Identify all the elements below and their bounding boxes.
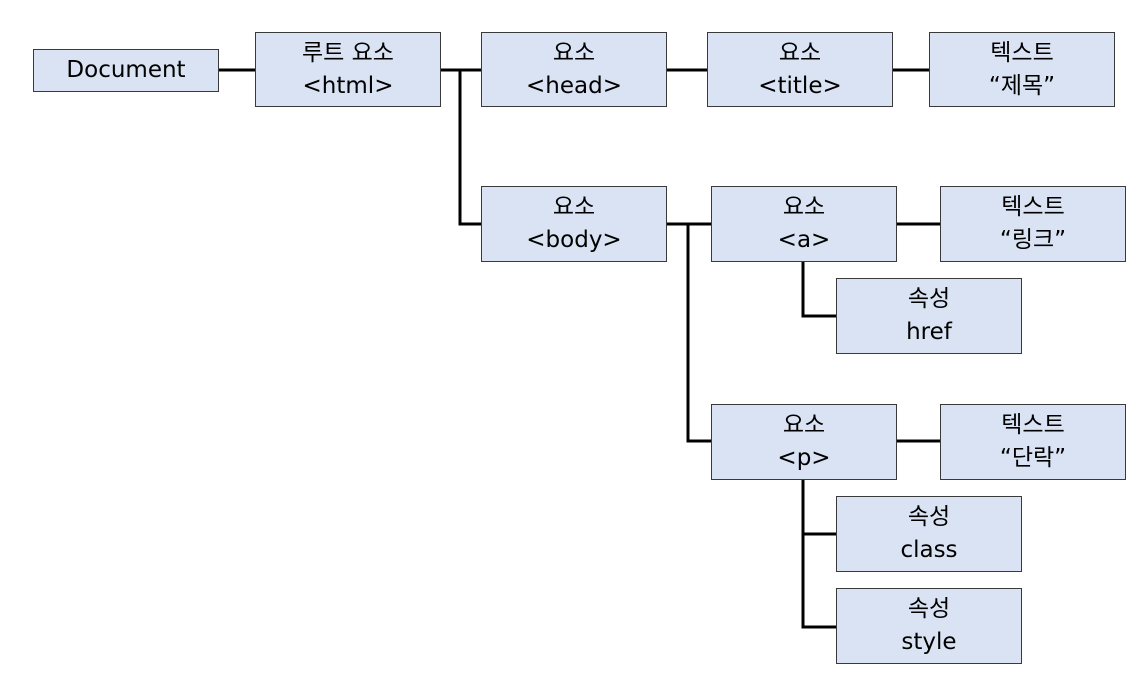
node-document: Document (33, 49, 219, 92)
node-html-tag: <html> (302, 72, 394, 99)
node-a-text-kind: 텍스트 (1001, 194, 1065, 220)
node-a-text-value: “링크” (999, 227, 1067, 253)
node-p-class-name: class (900, 537, 958, 563)
node-body-kind: 요소 (552, 194, 596, 220)
node-title-tag: <title> (758, 72, 842, 99)
node-p-tag: <p> (777, 445, 831, 471)
node-p-class-kind: 속성 (907, 504, 951, 530)
node-a-href-name: href (906, 319, 952, 345)
node-p-style: 속성 style (836, 588, 1022, 664)
node-html: 루트 요소 <html> (255, 32, 441, 107)
node-document-label: Document (66, 57, 186, 83)
node-a-href-kind: 속성 (907, 286, 951, 312)
node-title-text-kind: 텍스트 (990, 39, 1054, 66)
node-title-text: 텍스트 “제목” (929, 32, 1115, 107)
connector-body-p (686, 224, 711, 443)
node-head-kind: 요소 (552, 39, 596, 66)
connector-html-body (458, 70, 481, 226)
node-p-style-kind: 속성 (907, 596, 951, 622)
node-head: 요소 <head> (481, 32, 667, 107)
node-p-text-value: “단락” (999, 445, 1067, 471)
node-title: 요소 <title> (707, 32, 893, 107)
node-p-style-name: style (901, 629, 957, 655)
node-title-text-value: “제목” (988, 72, 1056, 99)
connector-a-href (801, 261, 836, 318)
node-p-text-kind: 텍스트 (1001, 412, 1065, 438)
node-a-text: 텍스트 “링크” (940, 186, 1126, 262)
node-body-tag: <body> (526, 227, 622, 253)
node-html-kind: 루트 요소 (302, 39, 394, 66)
node-head-tag: <head> (526, 72, 622, 99)
node-a-href: 속성 href (836, 278, 1022, 354)
node-p-text: 텍스트 “단락” (940, 404, 1126, 480)
node-title-kind: 요소 (778, 39, 822, 66)
node-p-kind: 요소 (782, 412, 826, 438)
node-p-class: 속성 class (836, 496, 1022, 572)
node-p: 요소 <p> (711, 404, 897, 480)
node-a-tag: <a> (777, 227, 831, 253)
node-body: 요소 <body> (481, 186, 667, 262)
connector-p-style (801, 534, 836, 629)
node-a-kind: 요소 (782, 194, 826, 220)
node-a: 요소 <a> (711, 186, 897, 262)
connector-p-class (801, 479, 836, 536)
